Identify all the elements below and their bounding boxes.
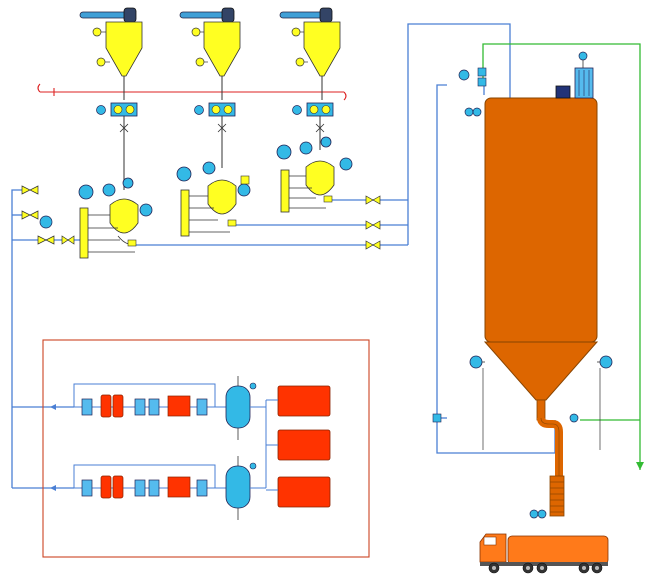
- screw-feeder-icon: [79, 11, 129, 19]
- air-pipe-network: [11, 23, 556, 489]
- storage-silo: [432, 51, 613, 450]
- valves: [21, 185, 381, 250]
- rotary-valves: [96, 102, 334, 190]
- blower-line-1: [50, 383, 230, 418]
- bulk-truck: [479, 533, 609, 574]
- motor-icon: [123, 7, 137, 23]
- vent-pipe: [482, 43, 644, 470]
- transmitter-2: [176, 161, 251, 237]
- discharge-chute: [529, 399, 579, 519]
- feed-hoppers: [79, 7, 341, 100]
- silo-motor-icon: [555, 85, 571, 99]
- hopper-1: [79, 7, 143, 100]
- dust-line: [37, 83, 347, 101]
- transmitter-1: [78, 177, 153, 259]
- air-tank-1: [225, 376, 257, 440]
- transmitter-3: [276, 136, 353, 213]
- hopper-2: [179, 7, 241, 100]
- transmitters: [78, 136, 353, 259]
- hopper-3: [279, 7, 341, 100]
- air-tank-2: [225, 456, 257, 520]
- compressor-panel: [42, 339, 370, 558]
- blower-line-2: [50, 464, 230, 499]
